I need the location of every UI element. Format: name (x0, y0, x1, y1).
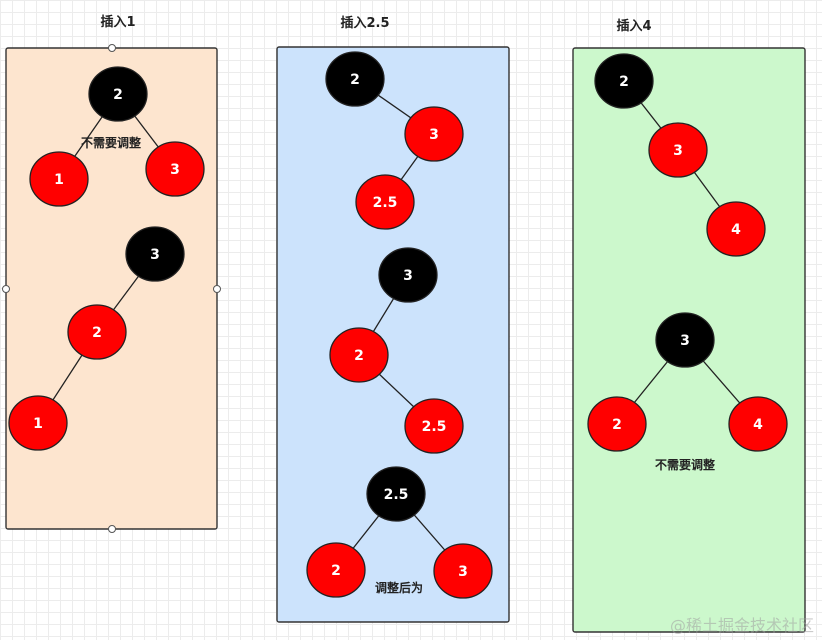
tree-node-black: 2 (325, 51, 385, 107)
node-label: 2.5 (422, 419, 447, 435)
handle-top[interactable] (108, 44, 116, 52)
panel-title-insert-2-5: 插入2.5 (340, 15, 389, 31)
tree-node-red: 4 (728, 396, 788, 452)
tree-node-black: 3 (125, 226, 185, 282)
nodes-layer: 2 1 3 3 2 1 2 3 2.5 3 2 2.5 2.5 2 3 2 3 4 3 2 4 (8, 51, 788, 599)
handle-right[interactable] (213, 285, 221, 293)
note-no-adjust-1: 不需要调整 (81, 135, 141, 150)
tree-node-black: 2 (88, 66, 148, 122)
tree-node-red: 4 (706, 201, 766, 257)
node-label: 2 (612, 417, 622, 433)
node-circle (67, 304, 127, 360)
selection-handles[interactable] (2, 44, 221, 533)
node-label: 4 (753, 417, 763, 433)
node-circle (29, 151, 89, 207)
node-label: 4 (731, 222, 741, 238)
node-circle (8, 395, 68, 451)
node-label: 2 (619, 74, 629, 90)
tree-node-red: 3 (145, 141, 205, 197)
tree-node-black: 3 (655, 312, 715, 368)
node-circle (594, 53, 654, 109)
node-label: 2 (354, 348, 364, 364)
tree-node-black: 2.5 (366, 466, 426, 522)
node-label: 3 (170, 162, 180, 178)
tree-node-red: 1 (29, 151, 89, 207)
tree-node-red: 2 (329, 327, 389, 383)
panel-insert-2-5 (276, 46, 510, 623)
node-label: 1 (54, 172, 64, 188)
node-circle (433, 543, 493, 599)
node-circle (655, 312, 715, 368)
node-label: 2.5 (384, 487, 409, 503)
watermark: @稀土掘金技术社区 (669, 616, 814, 635)
note-no-adjust-2: 不需要调整 (655, 457, 715, 472)
node-label: 3 (403, 268, 413, 284)
node-label: 2 (113, 87, 123, 103)
tree-node-red: 2 (587, 396, 647, 452)
tree-node-black: 3 (378, 247, 438, 303)
tree-node-black: 2 (594, 53, 654, 109)
node-circle (728, 396, 788, 452)
node-circle (378, 247, 438, 303)
node-label: 2.5 (373, 195, 398, 211)
node-circle (325, 51, 385, 107)
node-label: 2 (92, 325, 102, 341)
node-label: 3 (458, 564, 468, 580)
node-circle (145, 141, 205, 197)
handle-bottom[interactable] (108, 525, 116, 533)
tree-node-red: 2.5 (355, 174, 415, 230)
panel-title-insert-4: 插入4 (616, 18, 651, 34)
node-circle (125, 226, 185, 282)
node-label: 2 (350, 72, 360, 88)
tree-node-red: 3 (404, 106, 464, 162)
node-circle (366, 466, 426, 522)
tree-node-red: 2 (306, 542, 366, 598)
node-label: 2 (331, 563, 341, 579)
node-circle (329, 327, 389, 383)
tree-node-red: 3 (433, 543, 493, 599)
tree-node-red: 2 (67, 304, 127, 360)
tree-node-red: 2.5 (404, 398, 464, 454)
node-circle (404, 106, 464, 162)
node-circle (88, 66, 148, 122)
node-circle (306, 542, 366, 598)
panel-title-insert-1: 插入1 (100, 14, 135, 30)
tree-node-red: 1 (8, 395, 68, 451)
node-label: 3 (429, 127, 439, 143)
tree-node-red: 3 (648, 122, 708, 178)
node-label: 3 (680, 333, 690, 349)
node-label: 3 (673, 143, 683, 159)
node-circle (355, 174, 415, 230)
node-circle (706, 201, 766, 257)
node-label: 3 (150, 247, 160, 263)
node-circle (587, 396, 647, 452)
handle-left[interactable] (2, 285, 10, 293)
node-label: 1 (33, 416, 43, 432)
note-adjusted-to: 调整后为 (375, 580, 423, 595)
node-circle (404, 398, 464, 454)
node-circle (648, 122, 708, 178)
